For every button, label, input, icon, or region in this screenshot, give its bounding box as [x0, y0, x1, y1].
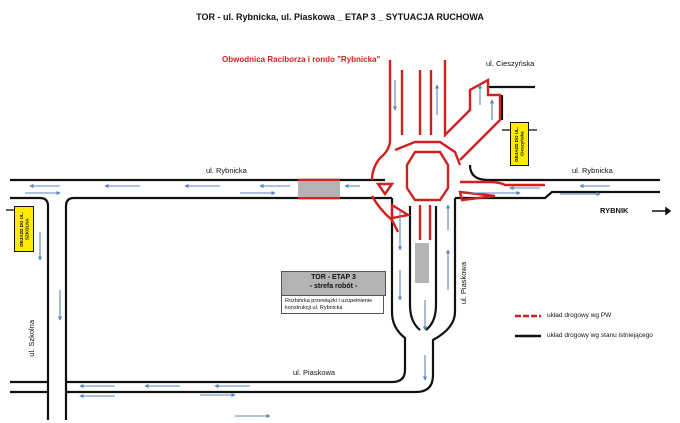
existing-roads	[10, 85, 660, 420]
detour-sign-left-text: OBJAZD DO UL. SZKOLNA	[18, 211, 29, 247]
planned-roads	[298, 60, 545, 240]
direction-label: RYBNIK	[600, 206, 629, 215]
work-zone-description: Rozbiórka przewiązki i uzupełnienie kons…	[281, 295, 384, 314]
street-rybnicka-right: ul. Rybnicka	[572, 166, 613, 175]
work-zone-header: TOR - ETAP 3 - strefa robót -	[282, 272, 385, 295]
legend-item-existing: układ drogowy wg stanu istniejącego	[547, 332, 653, 339]
street-rybnicka-left: ul. Rybnicka	[206, 166, 247, 175]
detour-sign-left: OBJAZD DO UL. SZKOLNA	[14, 206, 34, 252]
work-zone-subtitle: - strefa robót -	[309, 282, 358, 290]
street-cieszynska: ul. Cieszyńska	[486, 59, 535, 68]
detour-sign-right-text: OBJAZD DO UL. Cieszyńska	[514, 126, 525, 162]
legend-swatches	[515, 314, 541, 338]
street-piaskowa-vertical: ul. Piaskowa	[459, 262, 468, 305]
street-szkolna: ul. Szkolna	[27, 320, 36, 357]
work-zone-box: TOR - ETAP 3 - strefa robót -	[281, 271, 386, 296]
bypass-label: Obwodnica Raciborza i rondo "Rybnicka"	[222, 55, 381, 64]
street-piaskowa-bottom: ul. Piaskowa	[293, 368, 336, 377]
page-title: TOR - ul. Rybnicka, ul. Piaskowa _ ETAP …	[196, 12, 484, 22]
work-zones	[298, 181, 429, 283]
traffic-arrows	[25, 80, 610, 419]
rybnik-arrow	[652, 206, 672, 216]
detour-sign-right: OBJAZD DO UL. Cieszyńska	[510, 122, 529, 166]
legend-item-planned: układ drogowy wg PW	[547, 312, 612, 319]
work-zone-title: TOR - ETAP 3	[311, 274, 356, 281]
